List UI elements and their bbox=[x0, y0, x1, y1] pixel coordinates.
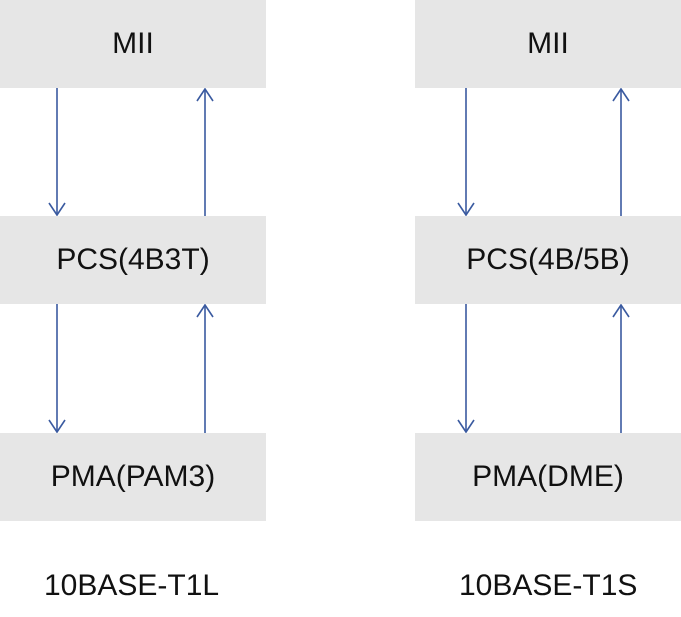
right-layer-mii-label: MII bbox=[527, 27, 569, 60]
left-layer-pcs: PCS(4B3T) bbox=[0, 216, 266, 304]
right-arrow-pcs-to-pma bbox=[457, 304, 475, 434]
left-layer-mii: MII bbox=[0, 0, 266, 88]
left-arrow-pma-to-pcs bbox=[196, 303, 214, 433]
right-layer-pcs: PCS(4B/5B) bbox=[415, 216, 681, 304]
left-arrow-pcs-to-mii bbox=[196, 87, 214, 216]
left-layer-pma: PMA(PAM3) bbox=[0, 433, 266, 521]
right-layer-pma-label: PMA(DME) bbox=[472, 460, 624, 493]
left-arrow-pcs-to-pma bbox=[48, 304, 66, 434]
left-stack-caption: 10BASE-T1L bbox=[44, 569, 220, 602]
right-layer-pcs-label: PCS(4B/5B) bbox=[466, 243, 630, 276]
left-arrow-mii-to-pcs bbox=[48, 88, 66, 217]
right-stack-caption: 10BASE-T1S bbox=[459, 569, 638, 602]
left-layer-mii-label: MII bbox=[112, 27, 154, 60]
right-arrow-pcs-to-mii bbox=[612, 87, 630, 216]
right-arrow-pma-to-pcs bbox=[612, 303, 630, 433]
left-layer-pma-label: PMA(PAM3) bbox=[50, 460, 216, 493]
right-layer-mii: MII bbox=[415, 0, 681, 88]
right-layer-pma: PMA(DME) bbox=[415, 433, 681, 521]
right-arrow-mii-to-pcs bbox=[457, 88, 475, 217]
left-layer-pcs-label: PCS(4B3T) bbox=[56, 243, 210, 276]
